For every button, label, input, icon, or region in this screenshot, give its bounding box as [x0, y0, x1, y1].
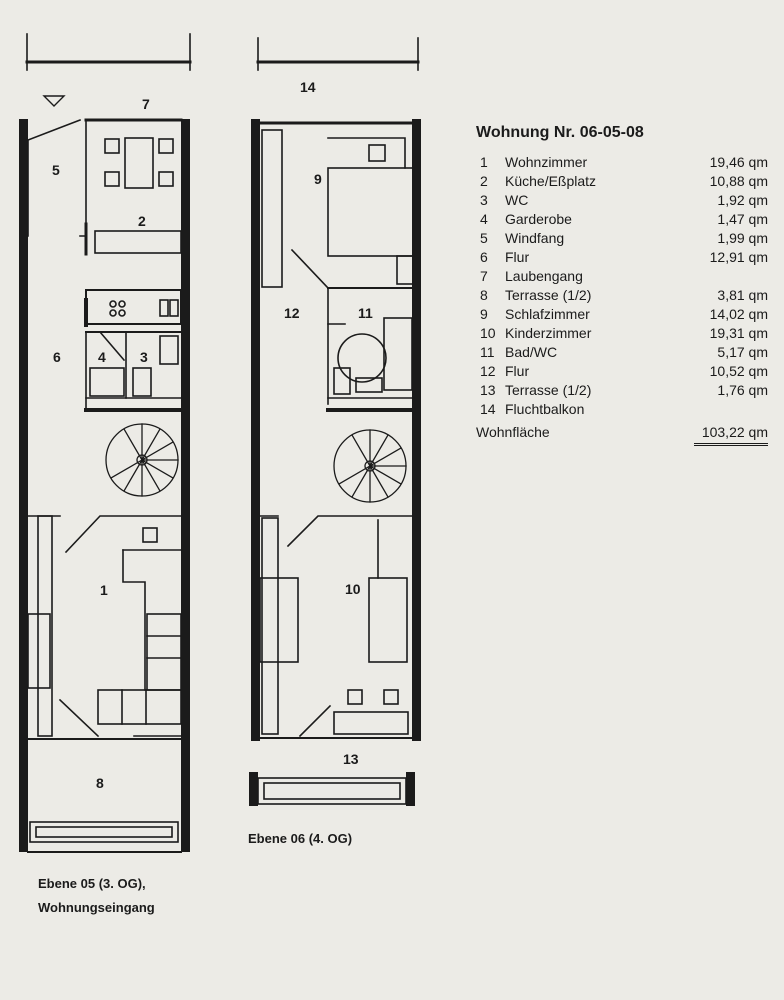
room-name: Windfang	[505, 230, 565, 246]
room-number: 5	[480, 230, 488, 246]
room-list-item: 14 Fluchtbalkon	[476, 401, 772, 420]
room-list-item: 6 Flur 12,91 qm	[476, 249, 772, 268]
room-number: 4	[480, 211, 488, 227]
total-area-value: 103,22 qm	[693, 424, 768, 446]
room-area: 3,81 qm	[717, 287, 768, 303]
room-list-item: 9 Schlafzimmer 14,02 qm	[476, 306, 772, 325]
room-list-item: 8 Terrasse (1/2) 3,81 qm	[476, 287, 772, 306]
room-list-item: 13 Terrasse (1/2) 1,76 qm	[476, 382, 772, 401]
room-number: 14	[480, 401, 496, 417]
room-area: 10,88 qm	[709, 173, 768, 189]
room-name: Küche/Eßplatz	[505, 173, 597, 189]
room-name: Wohnzimmer	[505, 154, 588, 170]
apartment-title: Wohnung Nr. 06-05-08	[476, 124, 644, 141]
room-number: 7	[480, 268, 488, 284]
room-legend: Wohnung Nr. 06-05-08 1 Wohnzimmer 19,46 qm…	[476, 124, 772, 448]
room-name: Flur	[505, 249, 530, 265]
room-number: 11	[480, 344, 495, 360]
room-area: 1,92 qm	[717, 192, 768, 208]
room-list-item: 1 Wohnzimmer 19,46 qm	[476, 154, 772, 173]
room-label-13: 13	[343, 751, 359, 767]
room-area: 5,17 qm	[717, 344, 768, 360]
caption-level-05-line1: Ebene 05 (3. OG),	[38, 876, 146, 891]
caption-level-05-line2: Wohnungseingang	[38, 900, 155, 915]
room-label-3: 3	[140, 349, 148, 365]
room-name: WC	[505, 192, 529, 208]
room-name: Fluchtbalkon	[505, 401, 585, 417]
room-list-item: 10 Kinderzimmer 19,31 qm	[476, 325, 772, 344]
room-area: 14,02 qm	[709, 306, 768, 322]
room-number: 13	[480, 382, 496, 398]
room-name: Garderobe	[505, 211, 572, 227]
room-number: 9	[480, 306, 488, 322]
room-label-5: 5	[52, 162, 60, 178]
room-name: Schlafzimmer	[505, 306, 590, 322]
room-number: 3	[480, 192, 488, 208]
room-number: 6	[480, 249, 488, 265]
plan-level-06	[249, 37, 421, 806]
room-number: 12	[480, 363, 496, 379]
room-list-item: 12 Flur 10,52 qm	[476, 363, 772, 382]
caption-level-06: Ebene 06 (4. OG)	[248, 831, 353, 846]
room-list-item: 5 Windfang 1,99 qm	[476, 230, 772, 249]
room-label-1: 1	[100, 582, 108, 598]
total-area-row: Wohnfläche 103,22 qm	[476, 424, 772, 448]
room-name: Terrasse (1/2)	[505, 382, 592, 398]
room-area: 1,47 qm	[717, 211, 768, 227]
room-label-11: 11	[358, 305, 373, 321]
room-area: 1,99 qm	[717, 230, 768, 246]
room-name: Laubengang	[505, 268, 583, 284]
room-label-9: 9	[314, 171, 322, 187]
room-list: 1 Wohnzimmer 19,46 qm 2 Küche/Eßplatz 10,88 q…	[476, 154, 772, 420]
room-name: Terrasse (1/2)	[505, 287, 592, 303]
room-name: Kinderzimmer	[505, 325, 592, 341]
room-area: 10,52 qm	[709, 363, 768, 379]
room-area: 19,46 qm	[709, 154, 768, 170]
room-name: Bad/WC	[505, 344, 558, 360]
room-area: 19,31 qm	[709, 325, 768, 341]
room-label-8: 8	[96, 775, 104, 791]
room-label-4: 4	[98, 349, 106, 365]
room-number: 1	[480, 154, 488, 170]
room-number: 10	[480, 325, 496, 341]
total-area-label: Wohnfläche	[476, 424, 550, 440]
room-list-item: 2 Küche/Eßplatz 10,88 qm	[476, 173, 772, 192]
caption-level-05: Ebene 05 (3. OG), Wohnungseingang	[38, 872, 155, 920]
plan-level-05	[19, 33, 192, 853]
room-label-12: 12	[284, 305, 300, 321]
room-label-7: 7	[142, 96, 150, 112]
room-name: Flur	[505, 363, 530, 379]
room-list-item: 4 Garderobe 1,47 qm	[476, 211, 772, 230]
room-label-2: 2	[138, 213, 146, 229]
room-list-item: 3 WC 1,92 qm	[476, 192, 772, 211]
room-area: 1,76 qm	[717, 382, 768, 398]
room-label-6: 6	[53, 349, 61, 365]
room-list-item: 7 Laubengang	[476, 268, 772, 287]
room-number: 2	[480, 173, 488, 189]
room-area: 12,91 qm	[709, 249, 768, 265]
room-list-item: 11 Bad/WC 5,17 qm	[476, 344, 772, 363]
room-label-14: 14	[300, 79, 316, 95]
room-label-10: 10	[345, 581, 361, 597]
room-number: 8	[480, 287, 488, 303]
